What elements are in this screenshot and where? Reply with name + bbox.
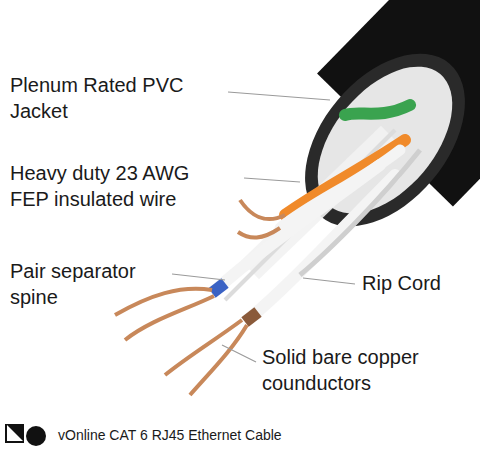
leader-line xyxy=(303,278,355,284)
part-label: Heavy duty 23 AWG FEP insulated wire xyxy=(10,160,220,212)
copper-conductor xyxy=(190,325,247,395)
brown-wire xyxy=(245,312,258,322)
part-label: Solid bare copper counductors xyxy=(262,344,467,396)
green-wire xyxy=(345,105,410,115)
caption: vOnline CAT 6 RJ45 Ethernet Cable xyxy=(58,427,282,443)
leader-line xyxy=(172,274,225,280)
part-label: Pair separator spine xyxy=(10,258,170,310)
copper-conductor xyxy=(240,200,285,219)
blue-wire xyxy=(212,283,225,293)
copper-conductor xyxy=(125,296,214,340)
brand-logo xyxy=(6,424,46,446)
part-label: Rip Cord xyxy=(362,270,472,296)
part-label: Plenum Rated PVC Jacket xyxy=(10,72,215,124)
leader-line xyxy=(222,345,256,362)
white-wire xyxy=(250,175,395,318)
leader-line xyxy=(244,178,300,182)
rip-cord xyxy=(300,150,420,275)
leader-line xyxy=(228,92,330,100)
